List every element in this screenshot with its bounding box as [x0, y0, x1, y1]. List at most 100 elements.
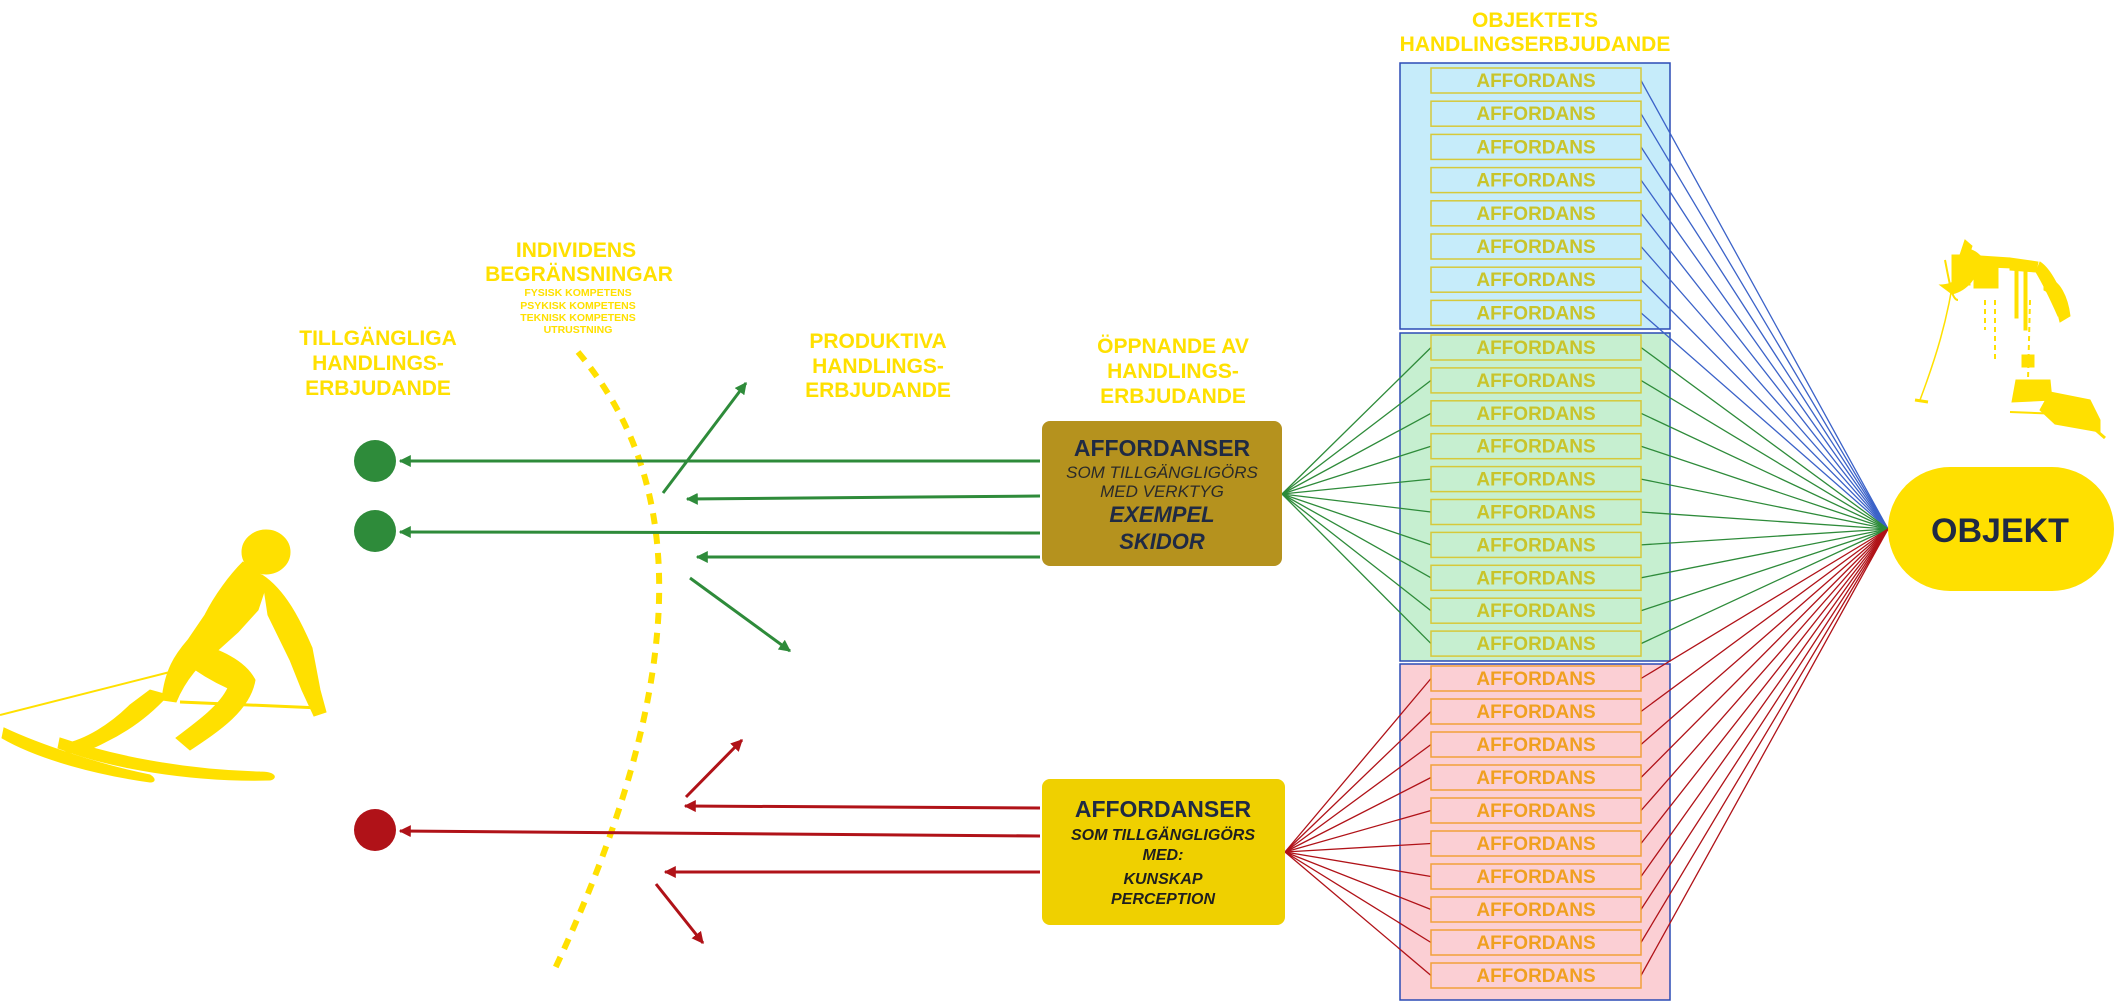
green-affordance-box-10 [1430, 630, 1642, 657]
objekt-label: OBJEKT [1931, 512, 2069, 550]
red-affordance-box-5 [1430, 797, 1642, 824]
blue-affordance-label-6: AFFORDANS [1476, 237, 1595, 258]
blue-connector-5 [1640, 212, 1889, 530]
red-object-connector-7 [1640, 528, 1889, 877]
red-knowledge-connector-3 [1284, 743, 1432, 853]
blue-affordance-label-1: AFFORDANS [1476, 71, 1595, 92]
red-affordance-box-2 [1430, 698, 1642, 725]
blue-connector-2 [1640, 113, 1889, 530]
green-tools-connector-3 [1281, 412, 1432, 495]
red-affordance-label-9: AFFORDANS [1476, 933, 1595, 954]
green-affordance-box-9 [1430, 597, 1642, 624]
blue-affordance-box-1 [1430, 67, 1642, 94]
individens-label-2: BEGRÄNSNINGAR [485, 263, 673, 286]
oppn-label-1: ÖPPNANDE AV [1097, 335, 1249, 358]
red-knowledge-connector-8 [1284, 851, 1432, 911]
green-affordance-label-3: AFFORDANS [1476, 404, 1595, 425]
green-affordance-label-6: AFFORDANS [1476, 503, 1595, 524]
blue-affordance-box-3 [1430, 133, 1642, 161]
blue-connector-1 [1640, 80, 1889, 530]
green-affordance-box-7 [1430, 531, 1642, 559]
tillg-label-3: ERBJUDANDE [305, 377, 451, 400]
affordance-list: AFFORDANS AFFORDANS AFFORDANS AFFORDANS AFFO… [1430, 67, 1642, 989]
green-affordance-label-1: AFFORDANS [1476, 338, 1595, 359]
knowledge-box-line-1: SOM TILLGÄNGLIGÖRS [1071, 825, 1255, 844]
green-affordance-label-7: AFFORDANS [1476, 535, 1595, 556]
red-object-connector-2 [1640, 528, 1889, 713]
red-affordance-label-8: AFFORDANS [1476, 900, 1595, 921]
tools-box-line-2: MED VERKTYG [1100, 482, 1224, 501]
blue-connectors [1640, 80, 1889, 530]
blue-connector-6 [1640, 246, 1889, 530]
limitations-boundary [549, 350, 663, 977]
red-affordance-label-6: AFFORDANS [1476, 834, 1595, 855]
green-object-connector-9 [1640, 528, 1889, 612]
available-affordance-dot-2 [354, 510, 396, 552]
prod-label-1: PRODUKTIVA [809, 330, 946, 353]
available-affordance-dot-1 [354, 440, 396, 482]
red-object-connector-4 [1640, 528, 1889, 778]
skier-icon [0, 529, 327, 783]
green-tools-connector-2 [1281, 379, 1432, 495]
green-object-connector-1 [1640, 346, 1889, 530]
green-tools-connector-10 [1281, 493, 1432, 645]
red-knowledge-connector-5 [1284, 809, 1432, 853]
green-tools-connector-7 [1281, 493, 1432, 546]
objektets-label-2: HANDLINGSERBJUDANDE [1400, 33, 1671, 56]
blue-connector-7 [1640, 279, 1889, 530]
green-tools-connector-8 [1281, 493, 1432, 579]
knowledge-box-line-3: KUNSKAP [1123, 871, 1202, 888]
red-connectors [1284, 528, 1889, 976]
red-affordance-label-2: AFFORDANS [1476, 702, 1595, 723]
knowledge-box-line-4: PERCEPTION [1111, 891, 1215, 908]
red-knowledge-connector-2 [1284, 711, 1432, 853]
green-object-connector-5 [1640, 478, 1889, 530]
affordances-knowledge-box [1042, 779, 1285, 925]
red-object-connector-3 [1640, 528, 1889, 745]
knowledge-box-title: AFFORDANSER [1075, 796, 1252, 822]
limit-item-3: TEKNISK KOMPETENS [520, 312, 636, 324]
ski-lift-icon [1914, 239, 2106, 440]
blue-affordance-box-7 [1430, 266, 1642, 293]
green-object-connector-7 [1640, 528, 1889, 546]
tillg-label-2: HANDLINGS- [312, 352, 444, 375]
blue-affordance-label-8: AFFORDANS [1476, 303, 1595, 324]
blue-affordance-label-2: AFFORDANS [1476, 104, 1595, 125]
red-object-connector-6 [1640, 528, 1889, 844]
red-affordance-label-1: AFFORDANS [1476, 669, 1595, 690]
blue-affordance-box-8 [1430, 299, 1642, 327]
knowledge-box-line-2: MED: [1143, 847, 1184, 864]
individens-label-1: INDIVIDENS [516, 239, 636, 262]
green-tools-connector-4 [1281, 445, 1432, 495]
green-object-connector-6 [1640, 511, 1889, 530]
green-affordance-label-5: AFFORDANS [1476, 470, 1595, 491]
blue-affordance-label-5: AFFORDANS [1476, 204, 1595, 225]
red-knowledge-connector-7 [1284, 851, 1432, 878]
green-object-connector-10 [1640, 528, 1889, 645]
green-affordance-box-2 [1430, 367, 1642, 394]
red-affordance-box-10 [1430, 962, 1642, 989]
red-object-connector-8 [1640, 528, 1889, 910]
blue-affordance-box-5 [1430, 200, 1642, 227]
green-tools-connector-1 [1281, 347, 1432, 495]
oppn-label-2: HANDLINGS- [1107, 360, 1239, 383]
red-object-connector-10 [1640, 528, 1889, 976]
green-object-connector-2 [1640, 379, 1889, 530]
tools-box-title: AFFORDANSER [1074, 435, 1251, 461]
red-knowledge-connector-1 [1284, 678, 1432, 853]
red-affordance-label-3: AFFORDANS [1476, 735, 1595, 756]
red-arrows [398, 738, 1041, 944]
green-affordance-box-1 [1430, 334, 1642, 361]
prod-label-3: ERBJUDANDE [805, 379, 951, 402]
red-affordance-box-4 [1430, 764, 1642, 791]
green-affordance-box-8 [1430, 564, 1642, 592]
blue-connector-8 [1640, 312, 1889, 530]
tools-box-line-1: SOM TILLGÄNGLIGÖRS [1066, 463, 1258, 482]
oppn-label-3: ERBJUDANDE [1100, 385, 1246, 408]
red-affordance-group [1399, 663, 1671, 1001]
red-knowledge-connector-4 [1284, 776, 1432, 853]
limit-item-4: UTRUSTNING [544, 324, 613, 336]
green-affordance-label-4: AFFORDANS [1476, 437, 1595, 458]
green-affordance-label-9: AFFORDANS [1476, 601, 1595, 622]
blue-affordance-label-3: AFFORDANS [1476, 137, 1595, 158]
